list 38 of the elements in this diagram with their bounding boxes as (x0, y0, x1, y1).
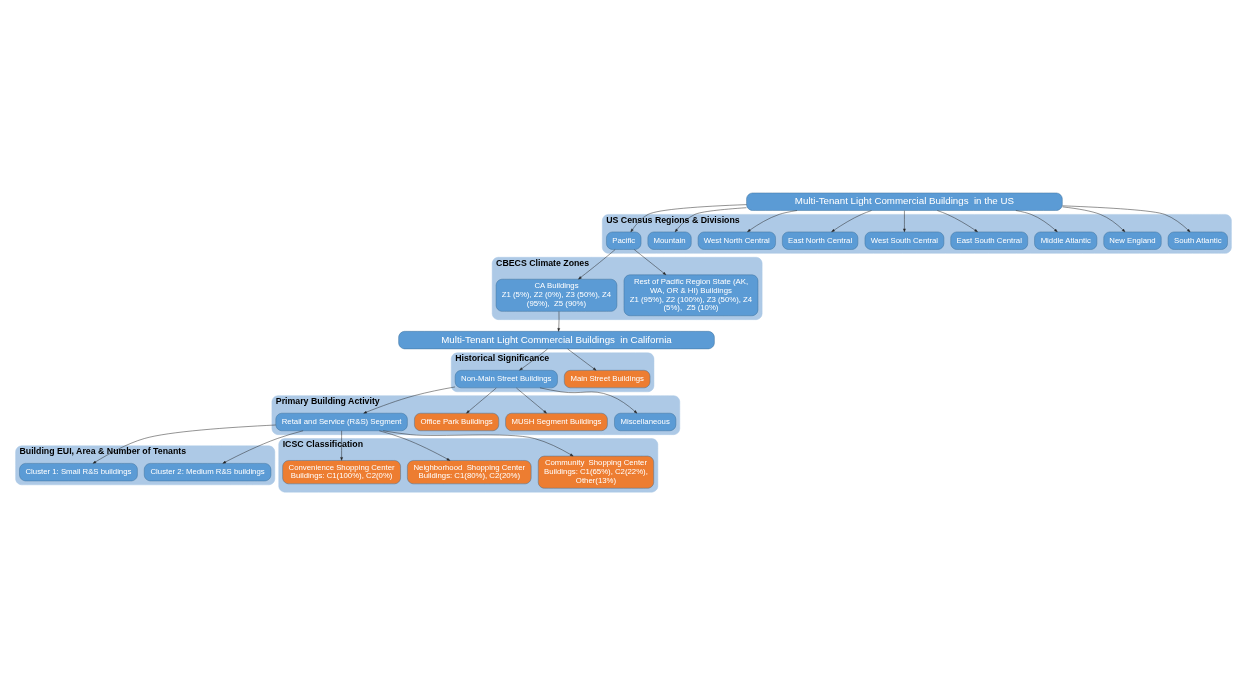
node-box: Multi-Tenant Light Commercial Buildings in California (398, 331, 715, 350)
arrow (382, 430, 574, 457)
arrow (466, 387, 497, 414)
arrow (1015, 210, 1058, 233)
arrow (1062, 206, 1126, 233)
node-box: Cluster 1: Small R&S buildings (19, 463, 138, 482)
arrow (903, 210, 906, 233)
node-box: Cluster 2: Medium R&S buildings (144, 463, 272, 482)
node-box: Convenience Shopping Center Buildings: C1(100%), C2(0%) (282, 460, 401, 485)
arrow (340, 430, 343, 461)
arrow (92, 424, 276, 464)
arrow (630, 204, 747, 233)
node-box: Pacific (606, 231, 642, 250)
arrow (937, 210, 978, 233)
node-box: West South Central (864, 231, 945, 250)
arrow (747, 210, 798, 233)
arrow (519, 348, 548, 371)
arrow (516, 387, 547, 414)
arrow (674, 207, 747, 233)
arrow (634, 249, 667, 276)
node-box: Middle Atlantic (1034, 231, 1098, 250)
arrow (379, 430, 451, 461)
arrow (831, 210, 872, 233)
node-box: Main Street Buildings (564, 370, 651, 389)
arrow (557, 311, 561, 332)
arrow (539, 387, 638, 414)
arrow (1062, 205, 1191, 233)
arrow (363, 386, 456, 414)
arrow (578, 249, 616, 280)
arrow (567, 348, 597, 371)
node-box: New England (1103, 231, 1162, 250)
node-box: Mountain (647, 231, 692, 250)
node-box: Rest of Pacific Region State (AK, WA, OR & HI) Buildings Z1 (95%), Z2 (100%), Z3 (50%), Z4 (5%), Z5 (10%) (623, 274, 759, 316)
node-box: Non-Main Street Buildings (454, 370, 558, 389)
node-box: Neighborhood Shopping Center Buildings: C1(80%), C2(20%) (407, 460, 532, 485)
arrow (222, 430, 304, 464)
node-box: Multi-Tenant Light Commercial Buildings in the US (746, 192, 1063, 211)
node-box: South Atlantic (1167, 231, 1228, 250)
